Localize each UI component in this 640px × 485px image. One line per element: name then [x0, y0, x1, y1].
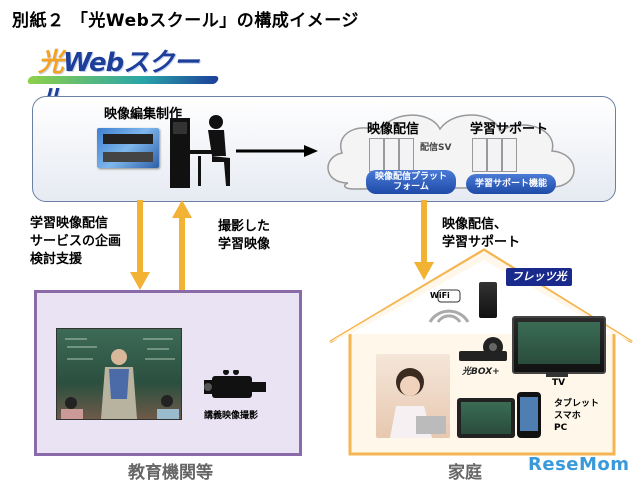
tv-icon: [512, 316, 606, 374]
lecture-recording-label: 講義映像撮影: [204, 411, 259, 421]
wifi-label: WiFi: [430, 291, 450, 300]
editor-person-icon: [170, 115, 230, 188]
logo-swoosh: [26, 76, 220, 84]
wifi-icon: [428, 289, 470, 323]
logo-hikari: 光: [38, 48, 64, 78]
hikari-web-school-logo: 光Webスクール: [26, 40, 220, 115]
flets-hikari-logo: フレッツ光: [506, 268, 572, 286]
set-top-box-icon: [459, 351, 507, 361]
tv-stand: [546, 372, 568, 377]
video-camera-icon: [204, 370, 266, 398]
resemom-watermark: ReseMom: [528, 454, 630, 475]
production-label: 映像編集制作: [104, 107, 183, 122]
page-title: 別紙２ 「光Webスクール」の構成イメージ: [12, 11, 359, 31]
hikari-box-label: 光BOX+: [462, 367, 500, 377]
tablet-icon: [457, 398, 515, 438]
arrow-to-cloud: [236, 145, 318, 157]
recorded-video-label: 撮影した 学習映像: [218, 219, 271, 252]
home-label: 家庭: [448, 463, 482, 483]
classroom-photo: [56, 328, 182, 420]
vertical-arrow-home: [414, 200, 434, 280]
devices-label: タブレット スマホ PC: [554, 399, 600, 433]
support-function-pill: 学習サポート機能: [466, 174, 556, 194]
delivery-support-label: 映像配信、 学習サポート: [442, 217, 521, 250]
platform-pill: 映像配信プラット フォーム: [366, 170, 456, 194]
vertical-arrows-education: [130, 200, 192, 290]
router-icon: [479, 282, 497, 318]
delivery-label: 映像配信: [367, 122, 420, 137]
education-label: 教育機関等: [128, 463, 213, 483]
tv-label: TV: [552, 378, 566, 388]
smartphone-icon: [517, 392, 541, 438]
student-at-laptop-photo: [376, 354, 450, 438]
planning-support-label: 学習映像配信 サービスの企画 検討支援: [30, 216, 122, 267]
support-label: 学習サポート: [470, 122, 549, 137]
server-label: 配信SV: [420, 143, 452, 153]
video-film-icon: [97, 128, 159, 168]
